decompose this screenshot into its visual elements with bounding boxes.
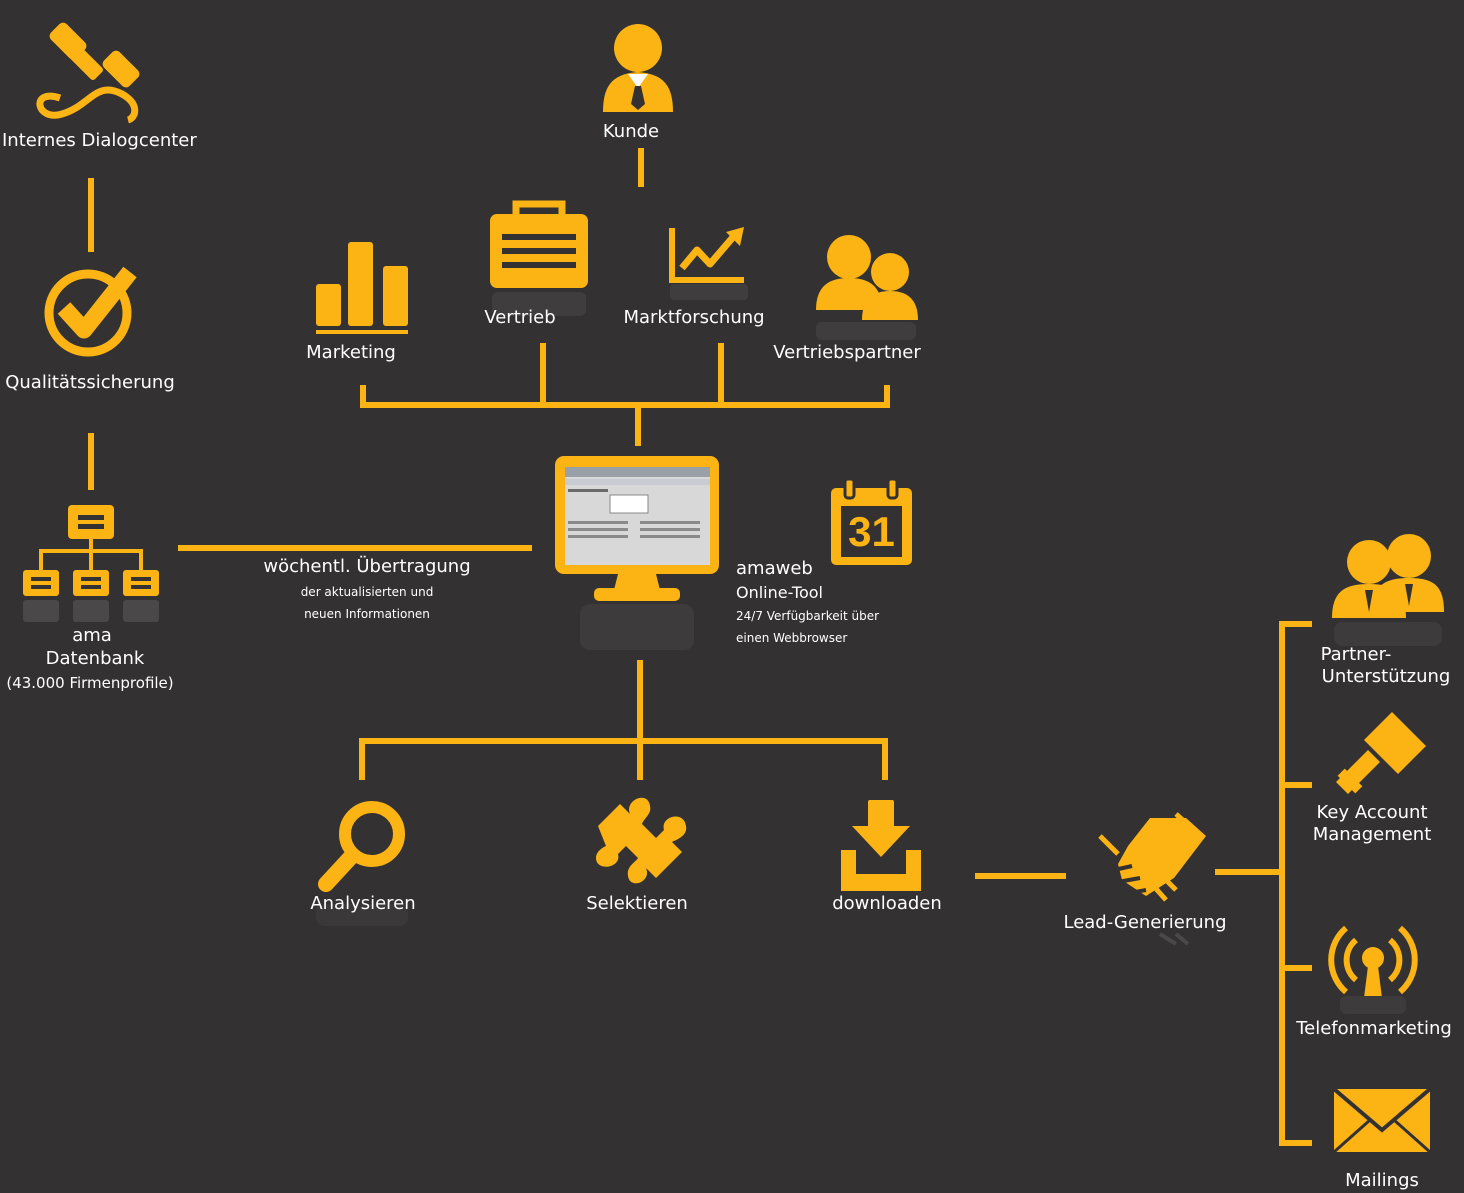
label-marktforschung: Marktforschung xyxy=(623,307,765,328)
bracket-functions xyxy=(359,660,888,780)
handshake-icon xyxy=(1098,812,1206,946)
monitor-icon xyxy=(555,456,719,650)
people-icon xyxy=(816,235,918,340)
label-mailings: Mailings xyxy=(1345,1170,1419,1191)
briefcase-icon xyxy=(490,200,588,316)
bar-chart-icon xyxy=(316,242,408,334)
businessman-icon xyxy=(603,24,673,112)
label-uebertragung-sub1: der aktualisierten und xyxy=(300,585,434,599)
label-amaweb-desc1: 24/7 Verfügbarkeit über xyxy=(736,609,880,623)
envelope-icon xyxy=(1332,1087,1432,1154)
magnifier-icon xyxy=(316,801,408,926)
broadcast-icon xyxy=(1328,925,1418,1014)
label-analysieren: Analysieren xyxy=(310,893,416,914)
puzzle-icon xyxy=(596,797,687,884)
label-telefon: Telefonmarketing xyxy=(1296,1018,1452,1039)
label-qualitaet: Qualitätssicherung xyxy=(5,372,175,393)
bracket-departments xyxy=(360,343,890,446)
label-partner-1: Partner- xyxy=(1320,644,1392,665)
label-keyaccount-1: Key Account xyxy=(1316,802,1428,823)
label-vertriebspartner: Vertriebspartner xyxy=(773,342,921,363)
label-selektieren: Selektieren xyxy=(586,893,688,914)
label-amaweb-title: amaweb xyxy=(736,558,813,579)
trend-chart-icon xyxy=(669,227,748,300)
label-downloaden: downloaden xyxy=(832,893,942,914)
partners-icon xyxy=(1332,534,1444,646)
calendar-day: 31 xyxy=(848,508,895,555)
label-uebertragung-title: wöchentl. Übertragung xyxy=(263,556,471,577)
key-icon xyxy=(1336,712,1426,794)
label-datenbank-3: (43.000 Firmenprofile) xyxy=(6,674,174,692)
phone-icon xyxy=(36,22,140,124)
calendar-icon xyxy=(831,477,912,565)
label-amaweb-subtitle: Online-Tool xyxy=(736,583,823,602)
download-icon xyxy=(841,800,921,891)
label-keyaccount-2: Management xyxy=(1312,824,1432,845)
label-vertrieb: Vertrieb xyxy=(484,307,556,328)
check-circle-icon xyxy=(44,266,137,357)
label-marketing: Marketing xyxy=(306,342,396,363)
label-uebertragung-sub2: neuen Informationen xyxy=(304,607,430,621)
label-kunde: Kunde xyxy=(602,121,660,142)
label-datenbank-1: ama xyxy=(72,625,112,646)
label-dialogcenter: Internes Dialogcenter xyxy=(2,130,197,151)
label-lead: Lead-Generierung xyxy=(1063,912,1227,933)
label-amaweb-desc2: einen Webbrowser xyxy=(736,631,848,645)
label-partner-2: Unterstützung xyxy=(1321,666,1451,687)
hierarchy-icon xyxy=(23,505,159,622)
bracket-channels xyxy=(1215,621,1312,1146)
label-datenbank-2: Datenbank xyxy=(45,648,145,669)
connector-lines xyxy=(88,148,1312,1146)
